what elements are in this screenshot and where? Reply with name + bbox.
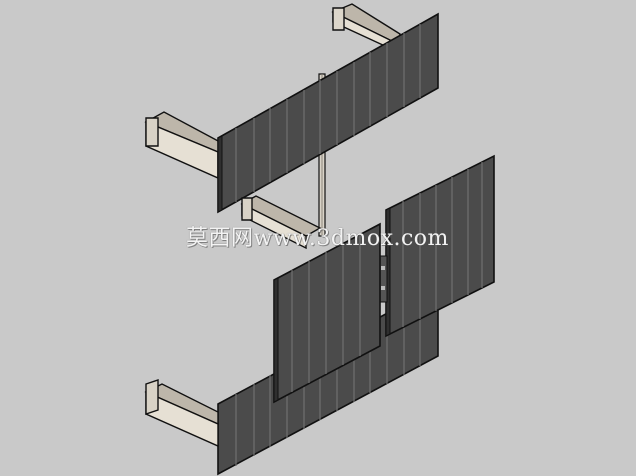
site-watermark: 莫西网www.3dmox.com [186, 226, 449, 251]
middle-bracket [240, 195, 322, 250]
top-right-bracket [331, 3, 401, 54]
middle-front-cladding-panel [273, 222, 381, 404]
middle-right-cladding-panel [385, 154, 495, 338]
top-cladding-panel [217, 12, 439, 214]
top-left-bracket [144, 111, 221, 180]
bottom-left-bracket [144, 379, 219, 448]
